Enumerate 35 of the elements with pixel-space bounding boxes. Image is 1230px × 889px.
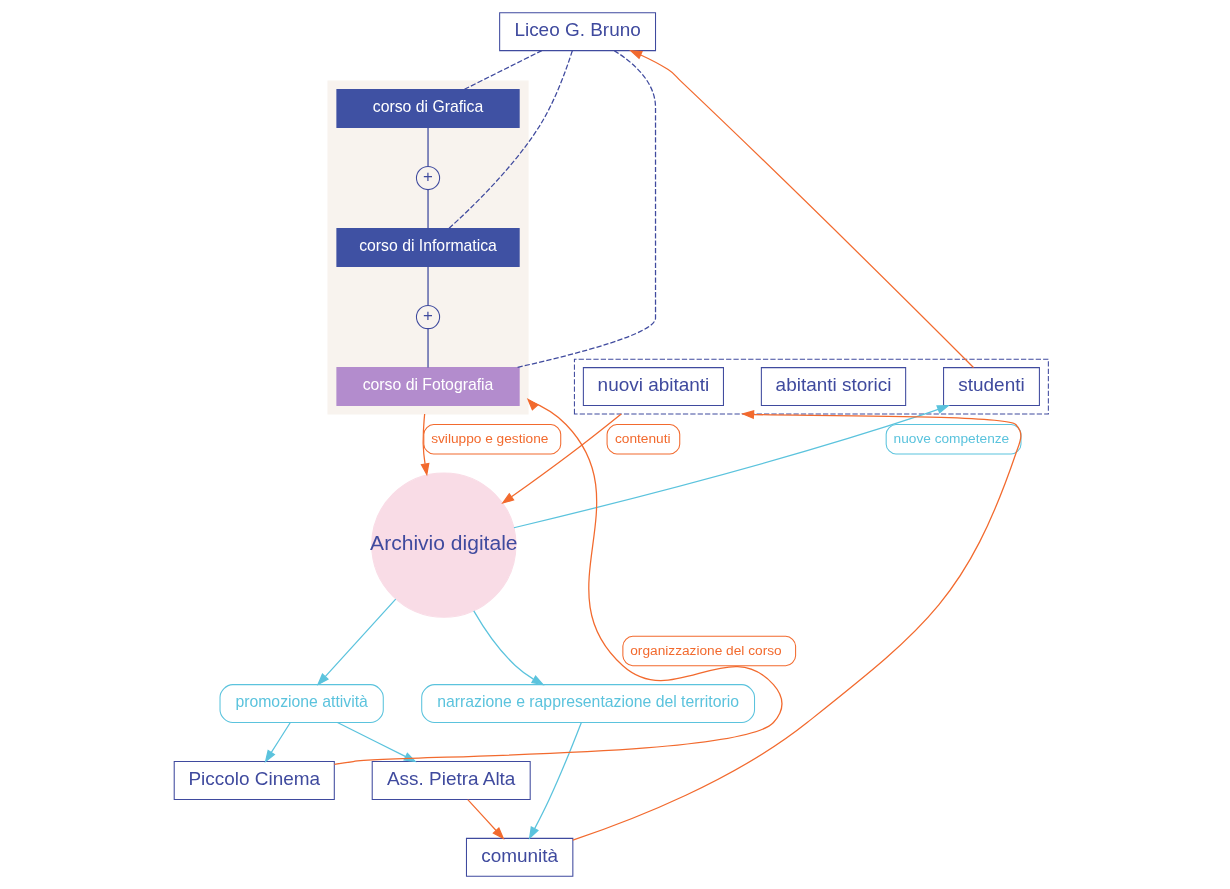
arrow	[420, 413, 430, 477]
node-box: Piccolo Cinema	[173, 761, 335, 800]
connector	[447, 50, 573, 230]
node-box: narrazione e rappresentazione del territorio	[420, 684, 755, 724]
connector	[462, 50, 542, 91]
node-box: Liceo G. Bruno	[498, 12, 656, 52]
node-box: corso di Informatica	[335, 228, 520, 268]
edge-label: sviluppo e gestione	[430, 430, 548, 446]
node-box: corso di Fotografia	[335, 367, 520, 407]
node-box: studenti	[942, 367, 1040, 407]
edge-label: contenuti	[614, 430, 671, 446]
arrow	[500, 413, 622, 505]
arrow	[628, 49, 974, 369]
connector	[515, 50, 656, 369]
arrow	[528, 722, 582, 840]
node-box: corso di Grafica	[335, 89, 520, 128]
edge-label: nuove competenze	[893, 430, 1009, 446]
node-box: nuovi abitanti	[582, 367, 724, 407]
connector	[426, 127, 429, 167]
node-box: promozione attività	[219, 684, 384, 724]
node-box: Ass. Pietra Alta	[371, 761, 531, 800]
arrow	[512, 404, 950, 529]
cluster	[326, 80, 529, 415]
arrow	[466, 799, 505, 840]
arrow	[264, 722, 291, 764]
edge-label: organizzazione del corso	[629, 642, 782, 658]
node-circle: +	[415, 165, 440, 191]
arrow	[316, 598, 396, 686]
node-box: abitanti storici	[760, 367, 906, 407]
node-box: comunità	[465, 837, 573, 877]
connector	[426, 328, 429, 369]
arrow	[472, 610, 545, 686]
connector	[426, 266, 429, 306]
node-circle: +	[415, 304, 440, 330]
connector	[426, 189, 429, 230]
